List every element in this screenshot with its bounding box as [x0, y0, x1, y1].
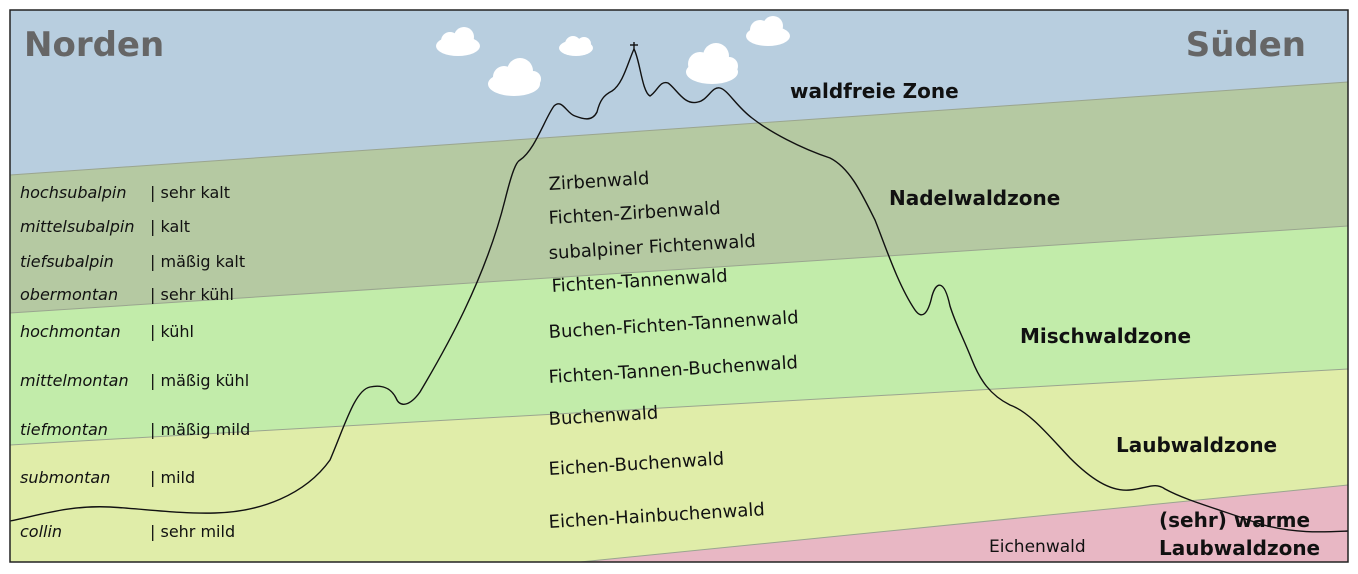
belt-climate: | sehr kalt	[150, 183, 230, 202]
forest-type-label: Eichenwald	[989, 537, 1086, 557]
belt-climate: | sehr mild	[150, 522, 235, 541]
cloud-icon	[559, 36, 593, 56]
warm-zone-label-line2: Laubwaldzone	[1159, 536, 1320, 560]
deciduous-zone-label: Laubwaldzone	[1116, 433, 1277, 457]
deciduous-zone-band	[10, 369, 1348, 562]
cloud-icon	[436, 27, 480, 56]
belt-climate: | mäßig mild	[150, 420, 250, 439]
belt-climate: | mäßig kalt	[150, 252, 245, 271]
summit-cross-icon	[630, 42, 638, 50]
zone-boundaries	[9, 81, 1349, 563]
cloud-icon	[488, 58, 541, 96]
conifer-mixed-boundary	[9, 225, 1349, 314]
mountain-profile-line	[9, 47, 1349, 533]
belt-name: collin	[20, 522, 62, 541]
belt-climate: | mild	[150, 468, 195, 487]
treeline-boundary	[9, 81, 1349, 176]
belt-climate: | mäßig kühl	[150, 371, 249, 390]
treeless-zone-label: waldfreie Zone	[790, 79, 959, 103]
clouds	[436, 16, 790, 96]
belt-name: mittelsubalpin	[20, 217, 135, 236]
belt-climate: | kalt	[150, 217, 190, 236]
altitude-belt-list: hochsubalpin | sehr kalt mittelsubalpin …	[20, 183, 250, 541]
belt-name: mittelmontan	[20, 371, 129, 390]
belt-name: tiefmontan	[20, 420, 108, 439]
belt-name: hochmontan	[20, 322, 121, 341]
belt-name: submontan	[20, 468, 110, 487]
belt-name: tiefsubalpin	[20, 252, 114, 271]
north-label: Norden	[24, 25, 164, 65]
warm-zone-label-line1: (sehr) warme	[1159, 508, 1310, 532]
diagram-border	[9, 9, 1349, 563]
belt-climate: | kühl	[150, 322, 194, 341]
mixed-deciduous-boundary	[9, 368, 1349, 446]
cloud-icon	[746, 16, 790, 46]
south-label: Süden	[1186, 25, 1306, 65]
mixed-zone-label: Mischwaldzone	[1020, 324, 1191, 348]
cloud-icon	[686, 43, 738, 84]
deciduous-warm-boundary	[579, 484, 1349, 563]
belt-climate: | sehr kühl	[150, 285, 234, 304]
belt-name: hochsubalpin	[20, 183, 127, 202]
conifer-zone-label: Nadelwaldzone	[889, 186, 1060, 210]
belt-name: obermontan	[20, 285, 118, 304]
